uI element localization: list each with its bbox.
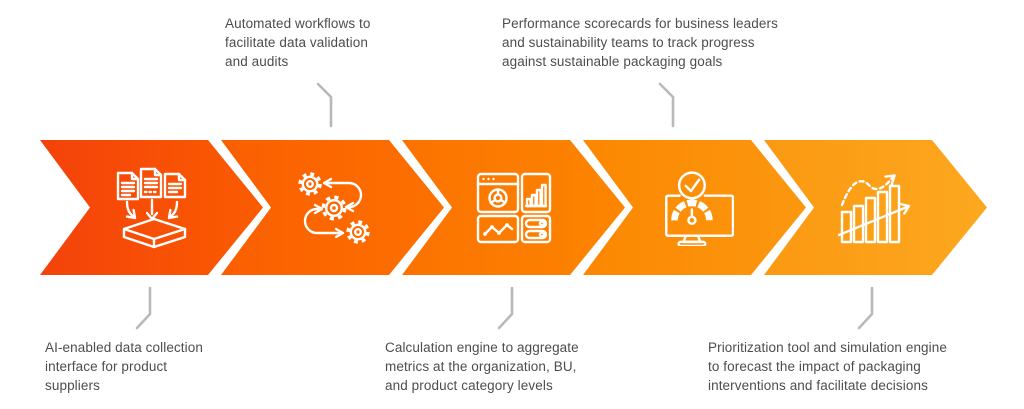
caption-line: suppliers xyxy=(45,378,100,393)
gears-workflow-icon xyxy=(295,170,371,246)
caption-line: against sustainable packaging goals xyxy=(502,54,723,69)
caption-step-1: AI-enabled data collection interface for… xyxy=(45,338,203,395)
caption-line: Performance scorecards for business lead… xyxy=(502,16,778,31)
caption-line: AI-enabled data collection xyxy=(45,340,203,355)
chevron-step-1 xyxy=(40,140,263,275)
caption-line: Automated workflows to xyxy=(225,16,371,31)
documents-into-tray-icon xyxy=(114,167,190,249)
connector-step-5-bottom xyxy=(857,286,874,330)
checkmark-circle-icon xyxy=(679,172,705,198)
caption-step-2: Automated workflows to facilitate data v… xyxy=(225,14,371,71)
caption-line: and audits xyxy=(225,54,289,69)
connector-step-2-top xyxy=(316,82,333,128)
caption-line: interventions and facilitate decisions xyxy=(708,378,928,393)
caption-step-3: Calculation engine to aggregate metrics … xyxy=(385,338,579,395)
caption-step-4: Performance scorecards for business lead… xyxy=(502,14,778,71)
caption-line: Calculation engine to aggregate xyxy=(385,340,579,355)
caption-line: and product category levels xyxy=(385,378,553,393)
gear-icon xyxy=(323,197,345,219)
connector-step-4-top xyxy=(658,82,675,128)
caption-line: facilitate data validation xyxy=(225,35,368,50)
caption-line: Prioritization tool and simulation engin… xyxy=(708,340,947,355)
dashboard-charts-icon xyxy=(476,172,552,244)
toggle-pills-icon xyxy=(526,220,546,238)
caption-line: and sustainability teams to track progre… xyxy=(502,35,755,50)
caption-line: metrics at the organization, BU, xyxy=(385,359,577,374)
donut-chart-icon xyxy=(489,189,506,206)
caption-line: to forecast the impact of packaging xyxy=(708,359,921,374)
connector-step-1-bottom xyxy=(135,286,152,330)
growth-chart-forecast-icon xyxy=(838,172,914,244)
gauge-icon xyxy=(674,202,709,223)
connector-step-3-bottom xyxy=(497,286,514,330)
gauge-checkmark-monitor-icon xyxy=(656,170,734,246)
caption-line: interface for product xyxy=(45,359,168,374)
gear-icon xyxy=(348,222,368,242)
bar-chart-icon xyxy=(526,185,546,206)
gear-icon xyxy=(300,174,320,194)
caption-step-5: Prioritization tool and simulation engin… xyxy=(708,338,947,395)
line-chart-icon xyxy=(483,223,512,236)
